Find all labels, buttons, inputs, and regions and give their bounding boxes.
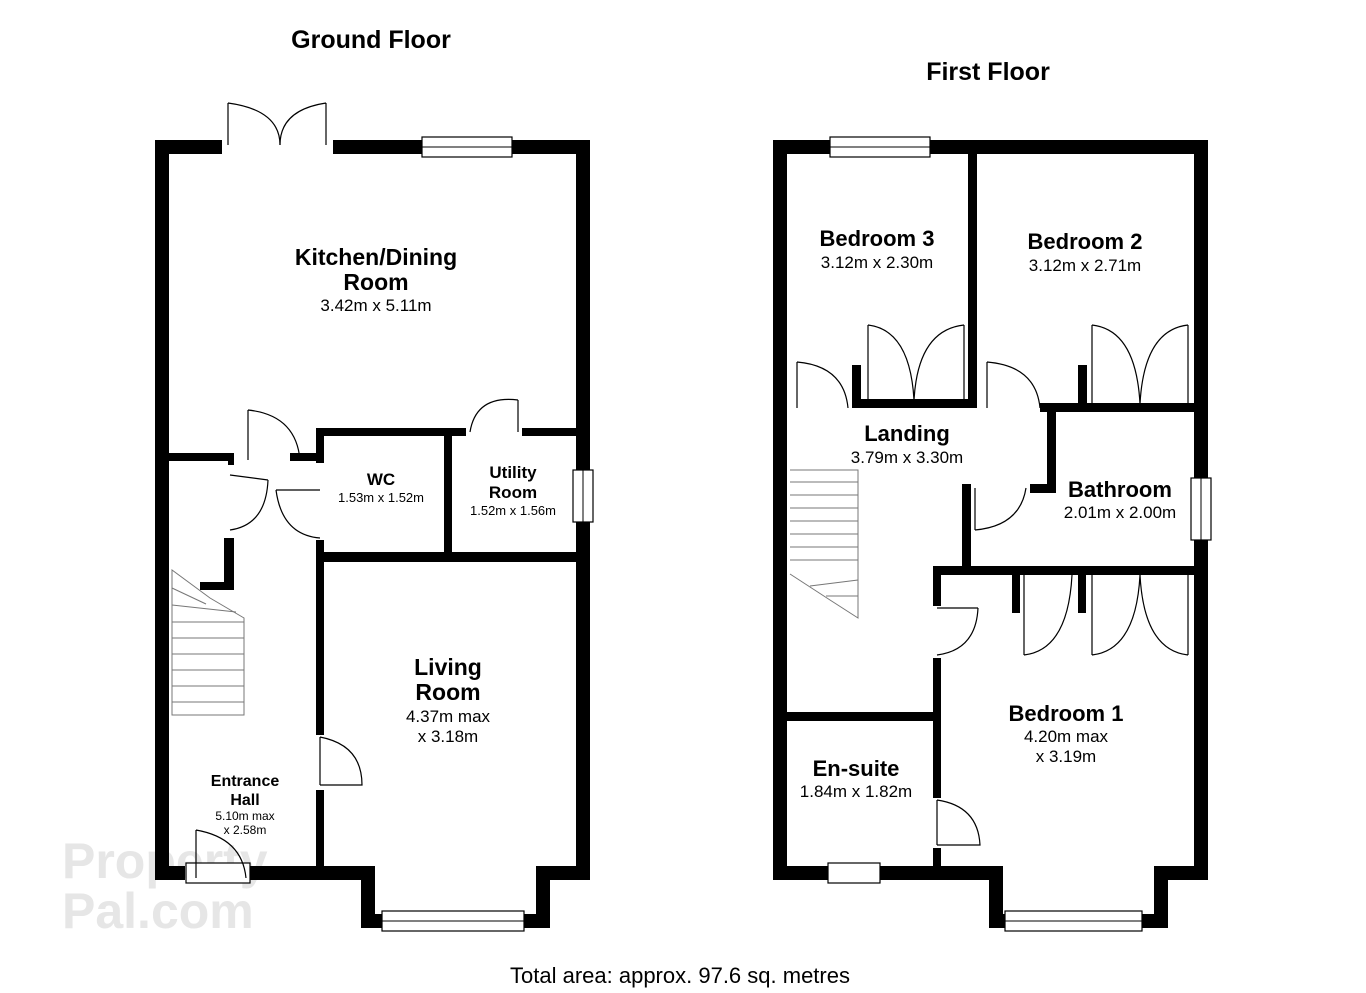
gf-bay-right [536,866,550,928]
gf-kitchen-door [247,409,301,461]
bedroom3-size: 3.12m x 2.30m [821,253,933,272]
ff-bay-right [1154,866,1168,928]
gf-french-door-left [227,102,281,146]
total-area-caption: Total area: approx. 97.6 sq. metres [510,963,850,988]
gf-living-wall-left-bottom [316,790,324,870]
ff-ensuite-wall-top [787,712,939,721]
ff-staircase [789,469,859,619]
ensuite-size: 1.84m x 1.82m [800,782,912,801]
ff-bed2-wardrobe-right [1139,324,1189,405]
bathroom-size: 2.01m x 2.00m [1064,503,1176,522]
gf-staircase [171,569,245,716]
gf-french-door-right [279,102,327,146]
gf-wc-wall-top [316,428,466,436]
gf-wc-wall-left-bottom [316,540,324,735]
ensuite-label: En-suite [813,756,900,781]
ff-bed1-wardrobe-1 [1023,574,1073,656]
ground-floor-title: Ground Floor [291,26,451,54]
kitchen-size: 3.42m x 5.11m [320,296,431,315]
living-size-line1: 4.37m max [406,707,491,726]
hall-label-line2: Hall [230,792,259,809]
ff-wall-bed2-bottom [1040,403,1208,412]
ff-bedroom1-door [936,607,979,656]
bathroom-label: Bathroom [1068,477,1172,502]
watermark-line-2: Pal.com [62,883,254,939]
ff-bathroom-wall-left [1047,403,1056,493]
bedroom1-size-line1: 4.20m max [1024,727,1109,746]
first-floor-title: First Floor [926,58,1050,86]
wc-label: WC [367,470,395,489]
first-floor-plan: First Floor Bedroom 3 3.12m x 2.30m Bedr… [773,58,1212,932]
gf-living-wall-top [316,552,578,562]
living-label-line2: Room [415,679,480,705]
gf-wc-door [275,489,321,539]
ff-bed3-door [796,361,849,409]
ff-bedroom1-wall-top [933,566,1208,575]
gf-living-door [319,736,363,786]
gf-wall-bottom-2 [250,866,375,880]
ff-bedroom1-wall-left [933,658,941,798]
ground-floor-plan: Ground Floor Kitchen/Dining Room 3.42m x… [155,26,594,932]
bedroom1-size-line2: x 3.19m [1036,747,1096,766]
kitchen-label-line2: Room [343,269,408,295]
bedroom2-size: 3.12m x 2.71m [1029,256,1141,275]
gf-wall-left [155,140,169,880]
living-label-line1: Living [414,654,482,680]
gf-wall-bottom-1 [155,866,185,880]
ff-bed1-wardrobe-2 [1091,574,1141,656]
landing-label: Landing [864,421,950,446]
bedroom3-label: Bedroom 3 [820,226,935,251]
gf-utility-wall-top [522,428,578,436]
gf-wc-utility-divider [444,428,452,558]
hall-label-line1: Entrance [211,773,280,790]
utility-label-line1: Utility [489,463,537,482]
ff-wall-bed3-bed2 [968,154,977,407]
ff-wall-bed3-bottom [852,399,977,408]
ff-bathroom-door [974,487,1027,531]
gf-wall-top-left [155,140,222,154]
gf-hall-cupboard-door [229,474,269,531]
ff-bed3-wardrobe-left [867,324,915,401]
ff-bed2-wardrobe-left [1091,324,1141,405]
bedroom1-label: Bedroom 1 [1009,701,1124,726]
living-size-line2: x 3.18m [418,727,478,746]
gf-front-door [195,829,247,879]
ff-bed1-wardrobe-3 [1139,574,1189,656]
wc-size: 1.53m x 1.52m [338,490,424,505]
gf-hall-window [185,862,251,884]
kitchen-label-line1: Kitchen/Dining [295,244,457,270]
ff-bed2-door [986,361,1041,409]
bedroom2-label: Bedroom 2 [1028,229,1143,254]
gf-bay-left [361,866,375,928]
utility-size: 1.52m x 1.56m [470,503,556,518]
ff-ensuite-door [936,799,981,846]
utility-label-line2: Room [489,483,537,502]
ff-bay-left [989,866,1003,928]
ff-wall-left [773,140,787,880]
hall-size-line2: x 2.58m [224,823,267,837]
ff-wall-bottom-left [773,866,1003,880]
gf-wc-wall-left-top [316,428,324,463]
ff-bathroom-wall-left-lower [962,484,971,574]
gf-utility-door [469,398,519,433]
gf-stair-wall [224,538,234,590]
hall-size-line1: 5.10m max [215,809,274,823]
landing-size: 3.79m x 3.30m [851,448,963,467]
gf-wall-hall-top [169,453,234,461]
ff-bed3-wardrobe-right [913,324,965,401]
ff-ensuite-window [827,862,881,884]
